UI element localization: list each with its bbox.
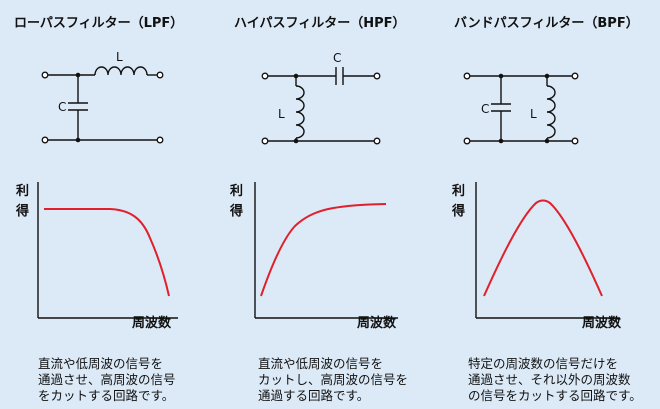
- lpf-figure: L C 利 得 周波数: [15, 50, 178, 331]
- bpf-inductor-label: L: [530, 107, 537, 121]
- bpf-panel: バンドパスフィルター（BPF） C L 利 得 周波数: [440, 0, 660, 409]
- lpf-panel: ローパスフィルター（LPF） L C 利 得 周波数 直流や低周波の信号を: [0, 0, 220, 409]
- hpf-ylabel-1: 利: [230, 183, 243, 199]
- hpf-figure: C L 利 得 周波数: [229, 51, 398, 331]
- lpf-capacitor-label: C: [58, 100, 66, 114]
- hpf-graph: 利 得 周波数: [229, 182, 398, 331]
- hpf-ylabel-2: 得: [229, 203, 243, 219]
- bpf-circuit: [467, 75, 575, 142]
- hpf-title: ハイパスフィルター（HPF）: [234, 16, 406, 31]
- lpf-graph: 利 得 周波数: [15, 182, 178, 331]
- hpf-xlabel: 周波数: [357, 315, 397, 331]
- hpf-inductor-label: L: [278, 107, 285, 121]
- lpf-xlabel: 周波数: [132, 315, 172, 331]
- lpf-ylabel-1: 利: [16, 183, 29, 199]
- lpf-inductor-symbol: [94, 66, 148, 76]
- lpf-ylabel-2: 得: [15, 203, 29, 219]
- bpf-title: バンドパスフィルター（BPF）: [454, 16, 639, 31]
- bpf-ylabel-1: 利: [452, 183, 465, 199]
- lpf-title: ローパスフィルター（LPF）: [14, 16, 184, 31]
- hpf-inductor-symbol: [295, 85, 305, 139]
- bpf-description: 特定の周波数の信号だけを 通過させ、それ以外の周波数 の信号をカットする回路です…: [468, 356, 642, 403]
- bpf-graph: 利 得 周波数: [451, 182, 622, 331]
- lpf-inductor-label: L: [116, 50, 123, 64]
- bpf-response-curve: [483, 199, 603, 297]
- bpf-capacitor-label: C: [481, 102, 489, 116]
- hpf-panel: ハイパスフィルター（HPF） C L 利 得 周波数 直流や低周波の信号を: [220, 0, 440, 409]
- lpf-response-curve: [44, 208, 170, 297]
- bpf-xlabel: 周波数: [582, 315, 622, 331]
- hpf-description: 直流や低周波の信号を カットし、高周波の信号を 通過する回路です。: [258, 356, 409, 403]
- hpf-response-curve: [260, 203, 387, 297]
- hpf-circuit: [265, 67, 377, 142]
- bpf-figure: C L 利 得 周波数: [451, 72, 622, 331]
- hpf-capacitor-label: C: [333, 51, 341, 65]
- bpf-ylabel-2: 得: [451, 203, 465, 219]
- lpf-description: 直流や低周波の信号を 通過させ、高周波の信号 をカットする回路です。: [38, 356, 176, 403]
- bpf-inductor-symbol: [546, 85, 556, 139]
